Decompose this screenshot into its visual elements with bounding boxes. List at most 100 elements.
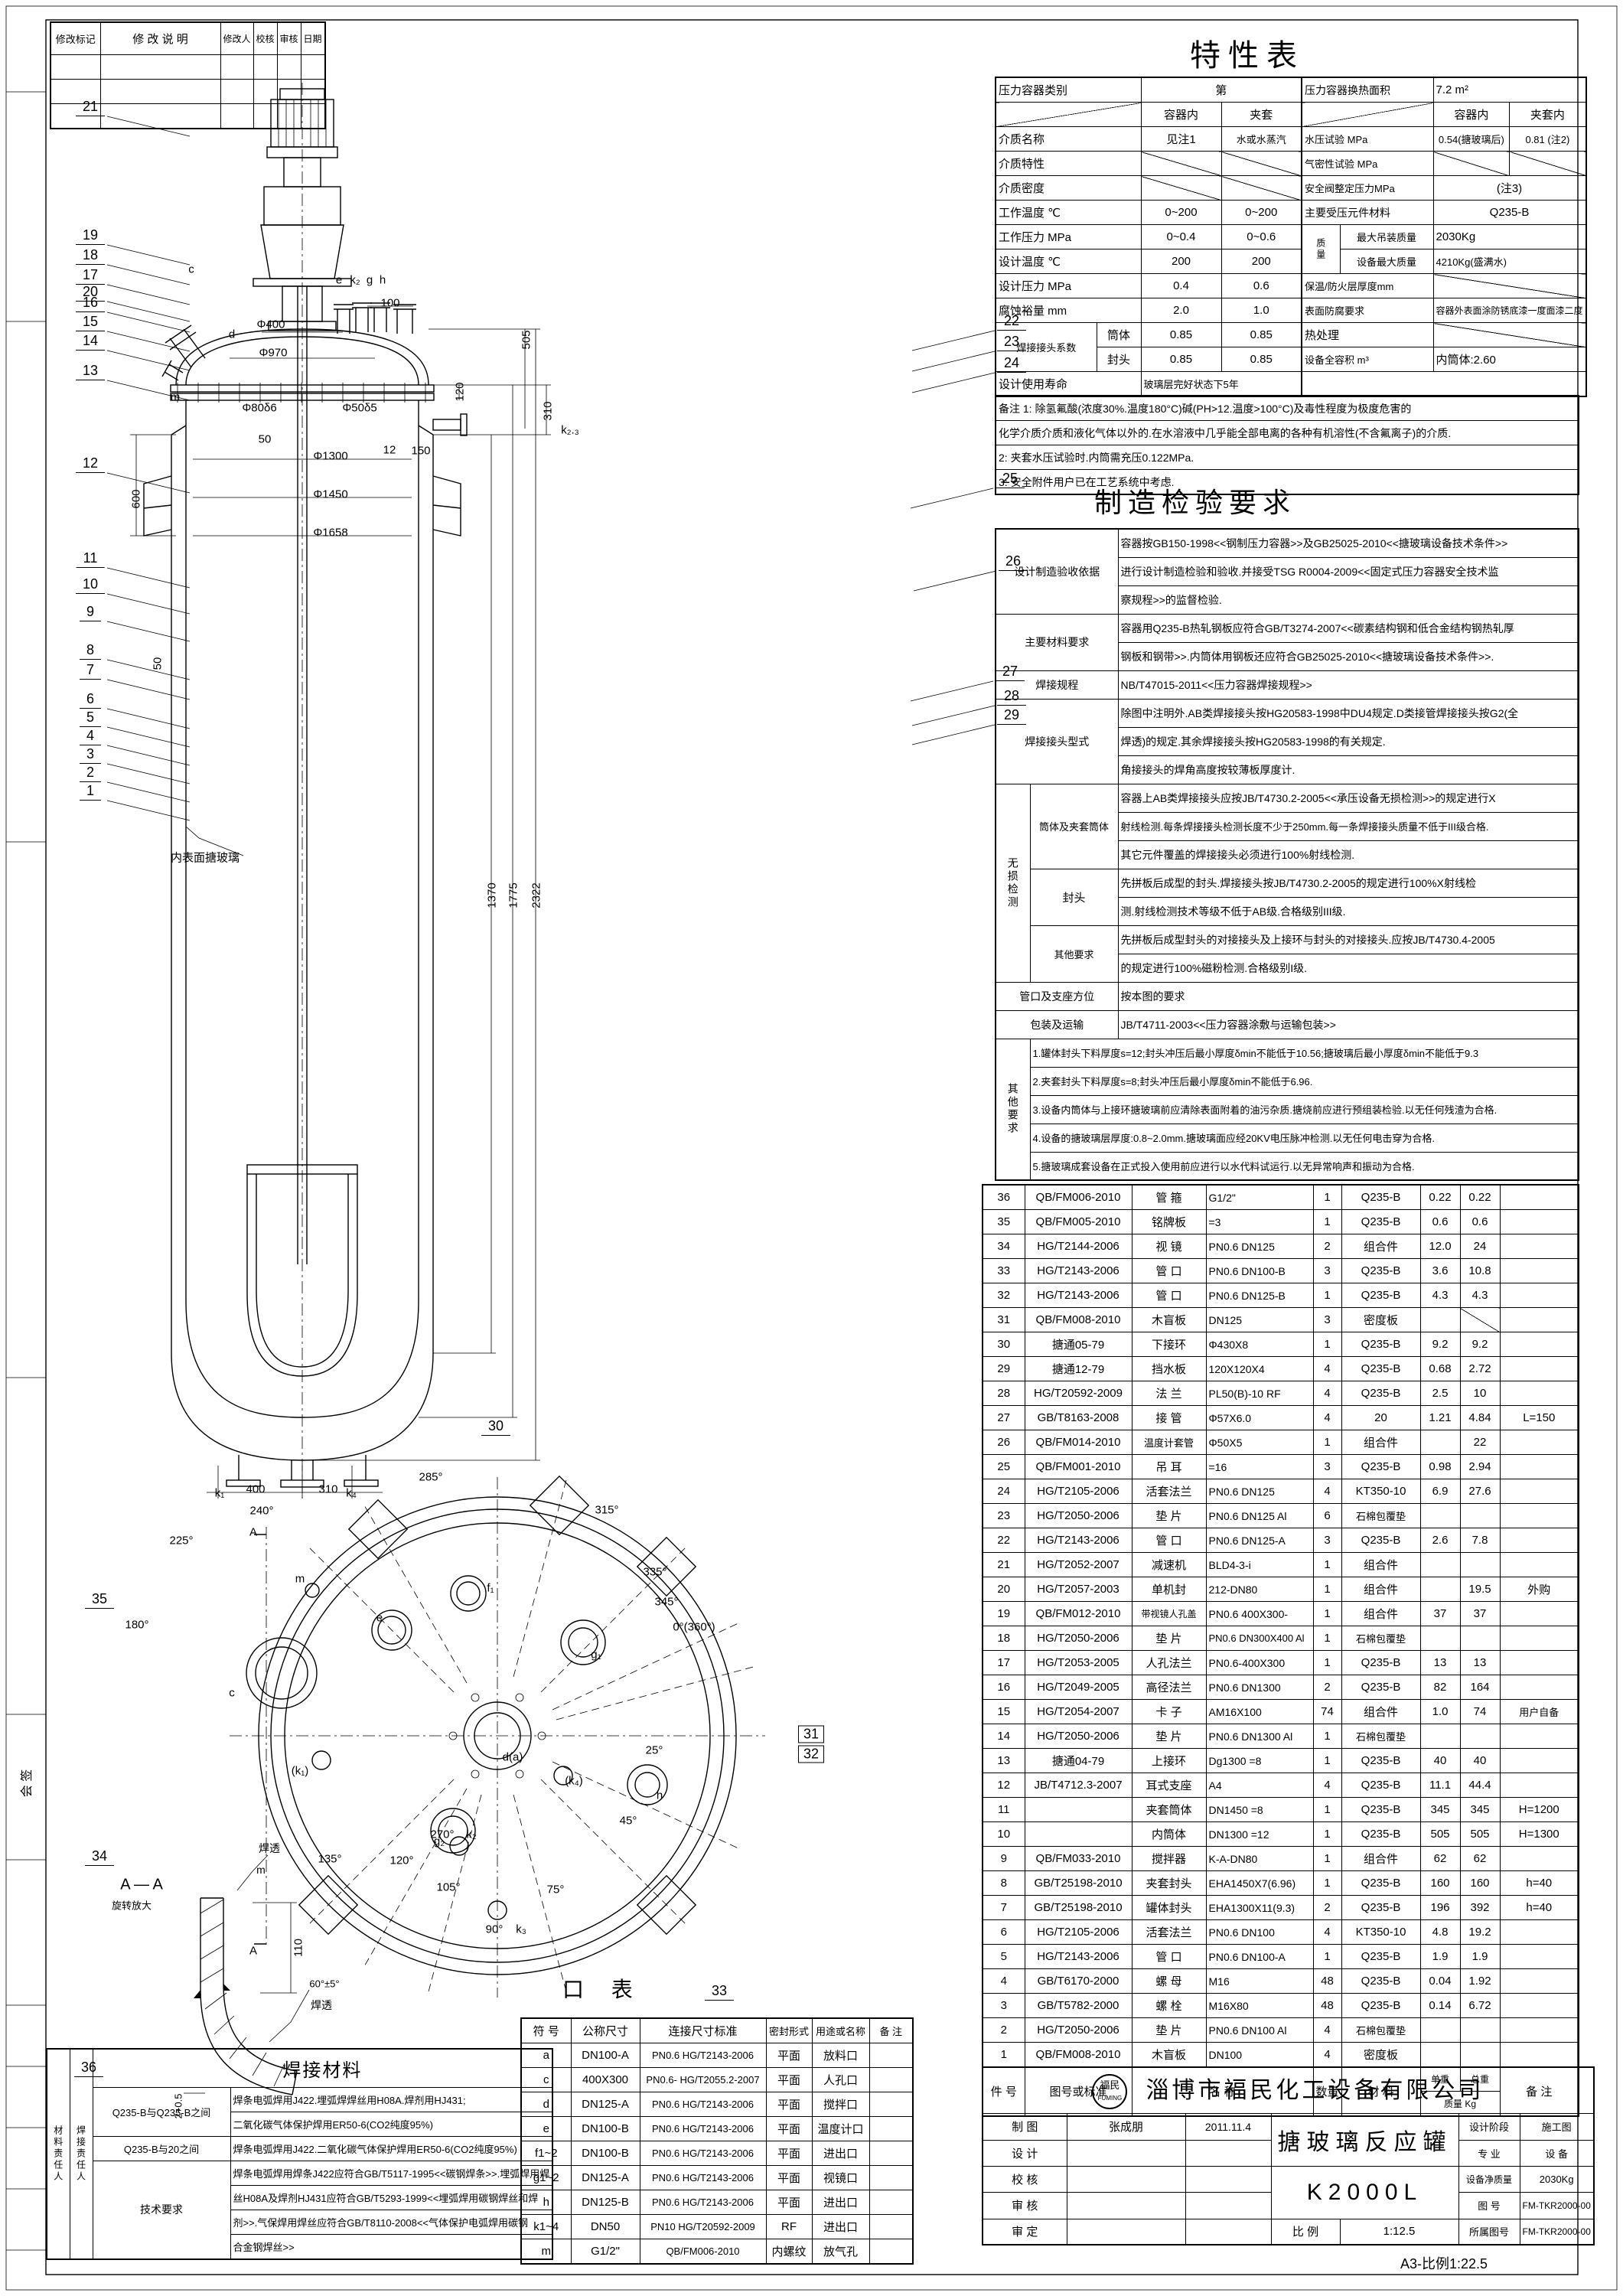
table-cell: EHA1450X7(6.96)	[1205, 1870, 1314, 1896]
table-row: 设计使用寿命玻璃层完好状态下5年	[995, 371, 1302, 397]
table-cell	[50, 78, 101, 104]
table-cell: 搪通12-79	[1024, 1356, 1133, 1381]
table-cell: PN0.6 HG/T2143-2006	[639, 2190, 767, 2215]
table-cell: 33	[982, 1258, 1025, 1283]
a3-scale-note: A3-比例1:22.5	[1400, 2256, 1488, 2272]
elevation-view	[130, 83, 551, 1499]
table-cell: 平面	[765, 2067, 813, 2092]
table-cell: QB/FM008-2010	[1024, 2042, 1133, 2067]
table-cell: =3	[1205, 1209, 1314, 1234]
table-cell	[1419, 1577, 1461, 1602]
table-cell: HG/T2105-2006	[1024, 1919, 1133, 1945]
table-row: 焊接接头型式除图中注明外.AB类焊接接头按HG20583-1998中DU4规定.…	[995, 698, 1579, 784]
table-cell: 介质密度	[995, 175, 1142, 201]
table-row: 合金钢焊丝>>	[47, 2233, 553, 2259]
table-row: 设 计专 业设 备	[982, 2139, 1595, 2167]
table-cell: 10.8	[1459, 1258, 1501, 1283]
table-row: 角接接头的焊角高度按较薄板厚度计.	[996, 755, 1579, 784]
mfg-requirements-table: 设计制造验收依据容器按GB150-1998<<钢制压力容器>>及GB25025-…	[995, 528, 1579, 1181]
table-cell: 40	[1419, 1748, 1461, 1773]
part-callout: 12	[75, 455, 106, 473]
drawing-label: 310	[318, 1482, 338, 1496]
table-cell: 图 号	[1458, 2191, 1520, 2219]
table-cell: 剂>>.气保焊用焊丝应符合GB/T8110-2008<<气体保护电弧焊用碳钢	[230, 2209, 553, 2235]
table-cell: 备注 1: 除氢氟酸(浓度30%.温度180°C)碱(PH>12.温度>100°…	[995, 395, 1579, 421]
table-cell: PN0.6 DN1300	[1205, 1675, 1314, 1700]
drawing-label: k₄	[346, 1486, 357, 1500]
table-cell: 高径法兰	[1131, 1675, 1207, 1700]
table-cell: Q235-B	[1341, 1209, 1421, 1234]
table-cell	[1459, 2017, 1501, 2043]
table-cell	[1185, 2191, 1272, 2219]
table-cell	[1499, 1846, 1579, 1871]
part-callout: 10	[75, 576, 106, 594]
table-cell	[1066, 2218, 1186, 2245]
table-cell	[1185, 2139, 1272, 2167]
table-row: 容器内夹套内	[1301, 102, 1587, 127]
table-cell: 505	[1459, 1821, 1501, 1847]
table-row: 备注 1: 除氢氟酸(浓度30%.温度180°C)碱(PH>12.温度>100°…	[995, 395, 1579, 421]
drawing-label: c	[188, 263, 194, 276]
nozzle-table-title: 口 表	[562, 1978, 644, 2001]
table-cell: EHA1300X11(9.3)	[1205, 1895, 1314, 1920]
table-cell: 设备最大质量	[1339, 249, 1434, 274]
table-cell: 0.6	[1459, 1209, 1501, 1234]
table-cell: JB/T4712.3-2007	[1024, 1773, 1133, 1798]
drawing-label: 50	[151, 657, 165, 670]
table-cell: 封头	[1029, 868, 1119, 926]
drawing-label: 内表面搪玻璃	[170, 851, 240, 865]
table-cell: 1	[1312, 1944, 1342, 1969]
table-cell	[1499, 1454, 1579, 1479]
part-callout: 25	[995, 471, 1025, 488]
table-cell: 搪通05-79	[1024, 1332, 1133, 1357]
table-cell: 4	[982, 1968, 1025, 1994]
table-cell: 0.98	[1419, 1454, 1461, 1479]
table-cell: 1	[1312, 1209, 1342, 1234]
table-cell: QB/FM005-2010	[1024, 1209, 1133, 1234]
table-cell	[869, 2214, 914, 2239]
table-cell: HG/T2050-2006	[1024, 1503, 1133, 1528]
table-cell: 设备全容积 m³	[1301, 347, 1434, 372]
table-cell: 120X120X4	[1205, 1356, 1314, 1381]
table-cell: 日期	[300, 21, 326, 55]
table-cell	[1499, 1528, 1579, 1553]
table-row: 无损检测筒体及夹套筒体容器上AB类焊接接头应按JB/T4730.2-2005<<…	[995, 783, 1579, 983]
table-cell: 20	[982, 1577, 1025, 1602]
drawing-label: 60°±5°	[309, 1978, 340, 1990]
table-cell: 15	[982, 1699, 1025, 1724]
table-cell: DN125-B	[570, 2190, 640, 2215]
part-callout: 32	[797, 1745, 825, 1763]
part-callout: 1	[79, 783, 102, 801]
table-cell: 焊接责任人	[69, 2048, 93, 2259]
table-cell: 37	[1419, 1601, 1461, 1626]
table-cell: 技术要求	[92, 2160, 231, 2259]
table-cell: 20	[1341, 1405, 1421, 1430]
table-cell: 25	[982, 1454, 1025, 1479]
table-cell: 玻璃层完好状态下5年	[1140, 371, 1302, 397]
table-cell: 射线检测.每条焊接接头检测长度不少于250mm.每一条焊接接头质量不低于III级…	[1117, 811, 1579, 841]
drawing-label: Φ970	[259, 346, 288, 360]
table-cell	[869, 2067, 914, 2092]
table-cell: Q235-B	[1341, 1258, 1421, 1283]
drawing-label: 1370	[485, 882, 499, 908]
revision-table: 修改标记修 改 说 明修改人校核审核日期	[50, 21, 326, 129]
table-cell: 7	[982, 1895, 1025, 1920]
table-cell: Q235-B	[1341, 1356, 1421, 1381]
table-cell: PN0.6 DN125-A	[1205, 1528, 1314, 1553]
drawing-label: k₃	[516, 1923, 526, 1936]
table-cell: 设 备	[1519, 2139, 1595, 2167]
table-cell: 212-DN80	[1205, 1577, 1314, 1602]
table-cell: 2	[1312, 1675, 1342, 1700]
table-cell: 铭牌板	[1131, 1209, 1207, 1234]
table-cell: GB/T8163-2008	[1024, 1405, 1133, 1430]
table-cell	[869, 2043, 914, 2068]
table-cell: 0.22	[1459, 1184, 1501, 1210]
